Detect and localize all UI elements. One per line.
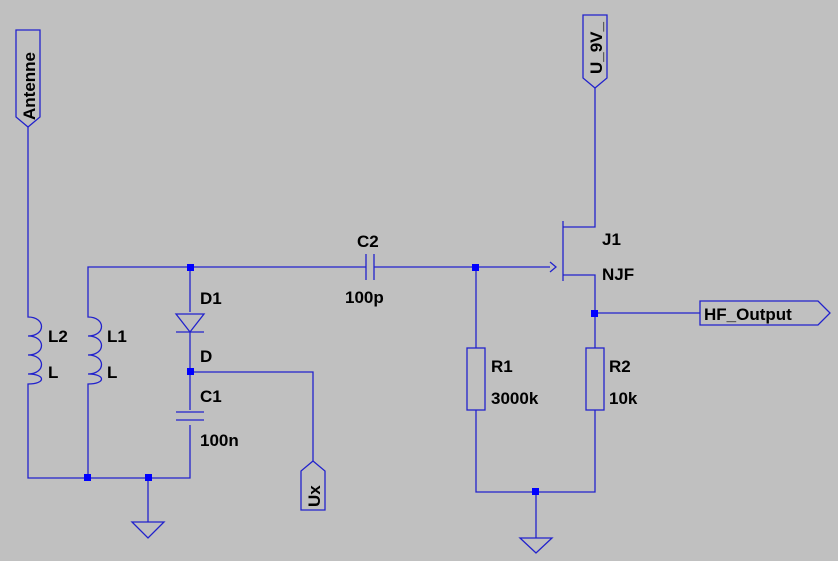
capacitor-c2-plates-icon bbox=[365, 254, 375, 280]
wire-l1-top bbox=[87, 266, 190, 307]
jfet-gate-arrow-icon bbox=[549, 261, 558, 273]
wires bbox=[27, 88, 700, 538]
c1-value-label: 100n bbox=[200, 431, 239, 450]
junction-dot-icon bbox=[145, 474, 152, 481]
l2-value-label: L bbox=[48, 363, 58, 382]
ux-port-flag bbox=[300, 460, 326, 511]
supply-port-flag bbox=[582, 14, 608, 89]
inductor-l2 bbox=[27, 307, 43, 394]
jfet-leads-icon bbox=[563, 226, 570, 276]
capacitor-c1 bbox=[176, 411, 204, 421]
c2-value-label: 100p bbox=[345, 288, 384, 307]
hf-output-port-label: HF_Output bbox=[704, 305, 792, 324]
junctions bbox=[84, 264, 598, 495]
l1-name-label: L1 bbox=[107, 327, 127, 346]
r1-value-label: 3000k bbox=[491, 389, 539, 408]
c1-name-label: C1 bbox=[200, 387, 222, 406]
c2-name-label: C2 bbox=[357, 232, 379, 251]
junction-dot-icon bbox=[187, 368, 194, 375]
resistor-r1-icon bbox=[466, 347, 486, 411]
wire-ux bbox=[190, 371, 314, 461]
inductor-l1-coil-icon bbox=[87, 307, 103, 394]
r1-name-label: R1 bbox=[491, 357, 513, 376]
capacitor-c2 bbox=[365, 254, 375, 280]
r2-value-label: 10k bbox=[609, 389, 638, 408]
wire-supply-drain bbox=[570, 88, 596, 228]
resistor-r2-icon bbox=[585, 347, 605, 411]
wire-ground-rail bbox=[27, 394, 191, 479]
jfet-j1 bbox=[549, 221, 570, 281]
l2-name-label: L2 bbox=[48, 327, 68, 346]
supply-port-label: U_9V_ bbox=[587, 21, 606, 74]
ground-icon bbox=[130, 521, 166, 539]
diode-triangle-icon bbox=[174, 313, 206, 334]
capacitor-c1-plates-icon bbox=[176, 411, 204, 421]
junction-dot-icon bbox=[472, 264, 479, 271]
antenna-port-label: Antenne bbox=[20, 52, 39, 120]
junction-dot-icon bbox=[84, 474, 91, 481]
d1-name-label: D1 bbox=[200, 289, 222, 308]
wire-source-r2 bbox=[570, 274, 596, 348]
junction-dot-icon bbox=[187, 264, 194, 271]
j1-name-label: J1 bbox=[602, 230, 621, 249]
r2-name-label: R2 bbox=[609, 357, 631, 376]
inductor-l1 bbox=[87, 307, 103, 394]
wire-bottom-rail bbox=[475, 410, 596, 493]
ux-port-label: Ux bbox=[305, 485, 324, 507]
hf-output-port-flag bbox=[699, 300, 831, 326]
junction-dot-icon bbox=[591, 310, 598, 317]
antenna-port-flag bbox=[15, 29, 41, 128]
junction-dot-icon bbox=[532, 488, 539, 495]
l1-value-label: L bbox=[107, 363, 117, 382]
ground-icon bbox=[518, 537, 554, 554]
diode-d1 bbox=[174, 313, 206, 334]
j1-value-label: NJF bbox=[602, 265, 634, 284]
inductor-l2-coil-icon bbox=[27, 307, 43, 394]
d1-value-label: D bbox=[200, 347, 212, 366]
